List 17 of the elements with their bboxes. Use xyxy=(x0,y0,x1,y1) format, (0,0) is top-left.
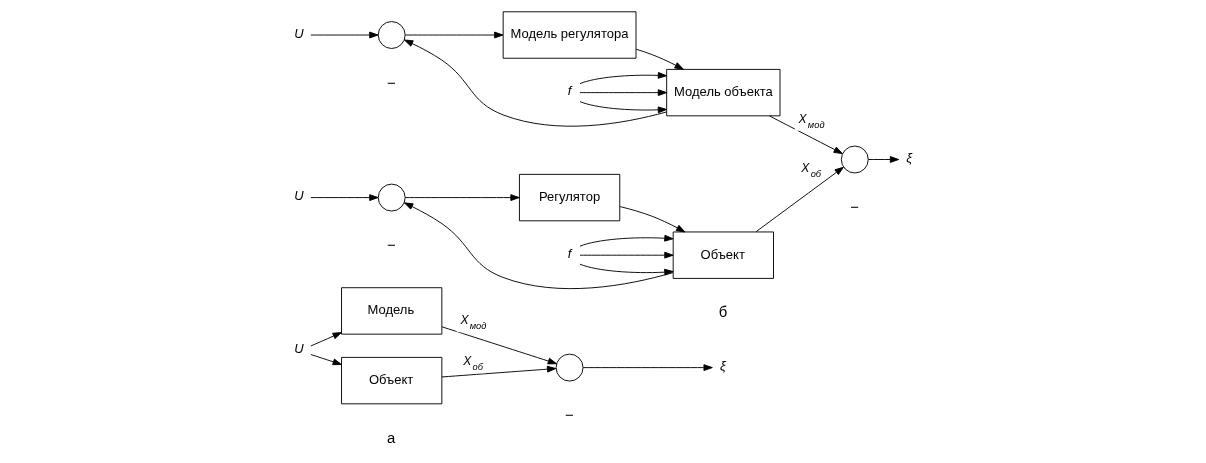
label: − xyxy=(386,74,396,91)
node-text: U xyxy=(293,188,304,204)
label: б xyxy=(718,304,727,321)
node-text: U xyxy=(293,341,304,357)
edge-label: X$_{мод}$ xyxy=(459,313,486,332)
label: а xyxy=(386,429,395,446)
edge-label: X$_{об}$ xyxy=(462,354,483,373)
node-text: U xyxy=(293,25,304,41)
edge-label: X$_{об}$ xyxy=(800,160,821,179)
node-text: f xyxy=(567,245,571,261)
label: − xyxy=(564,407,574,424)
label: − xyxy=(386,237,396,254)
edge-label: X$_{мод}$ xyxy=(798,111,825,130)
node-text: f xyxy=(567,83,571,99)
node-text: ξ xyxy=(719,358,726,374)
label: − xyxy=(849,199,859,216)
node-text: ξ xyxy=(905,150,912,166)
